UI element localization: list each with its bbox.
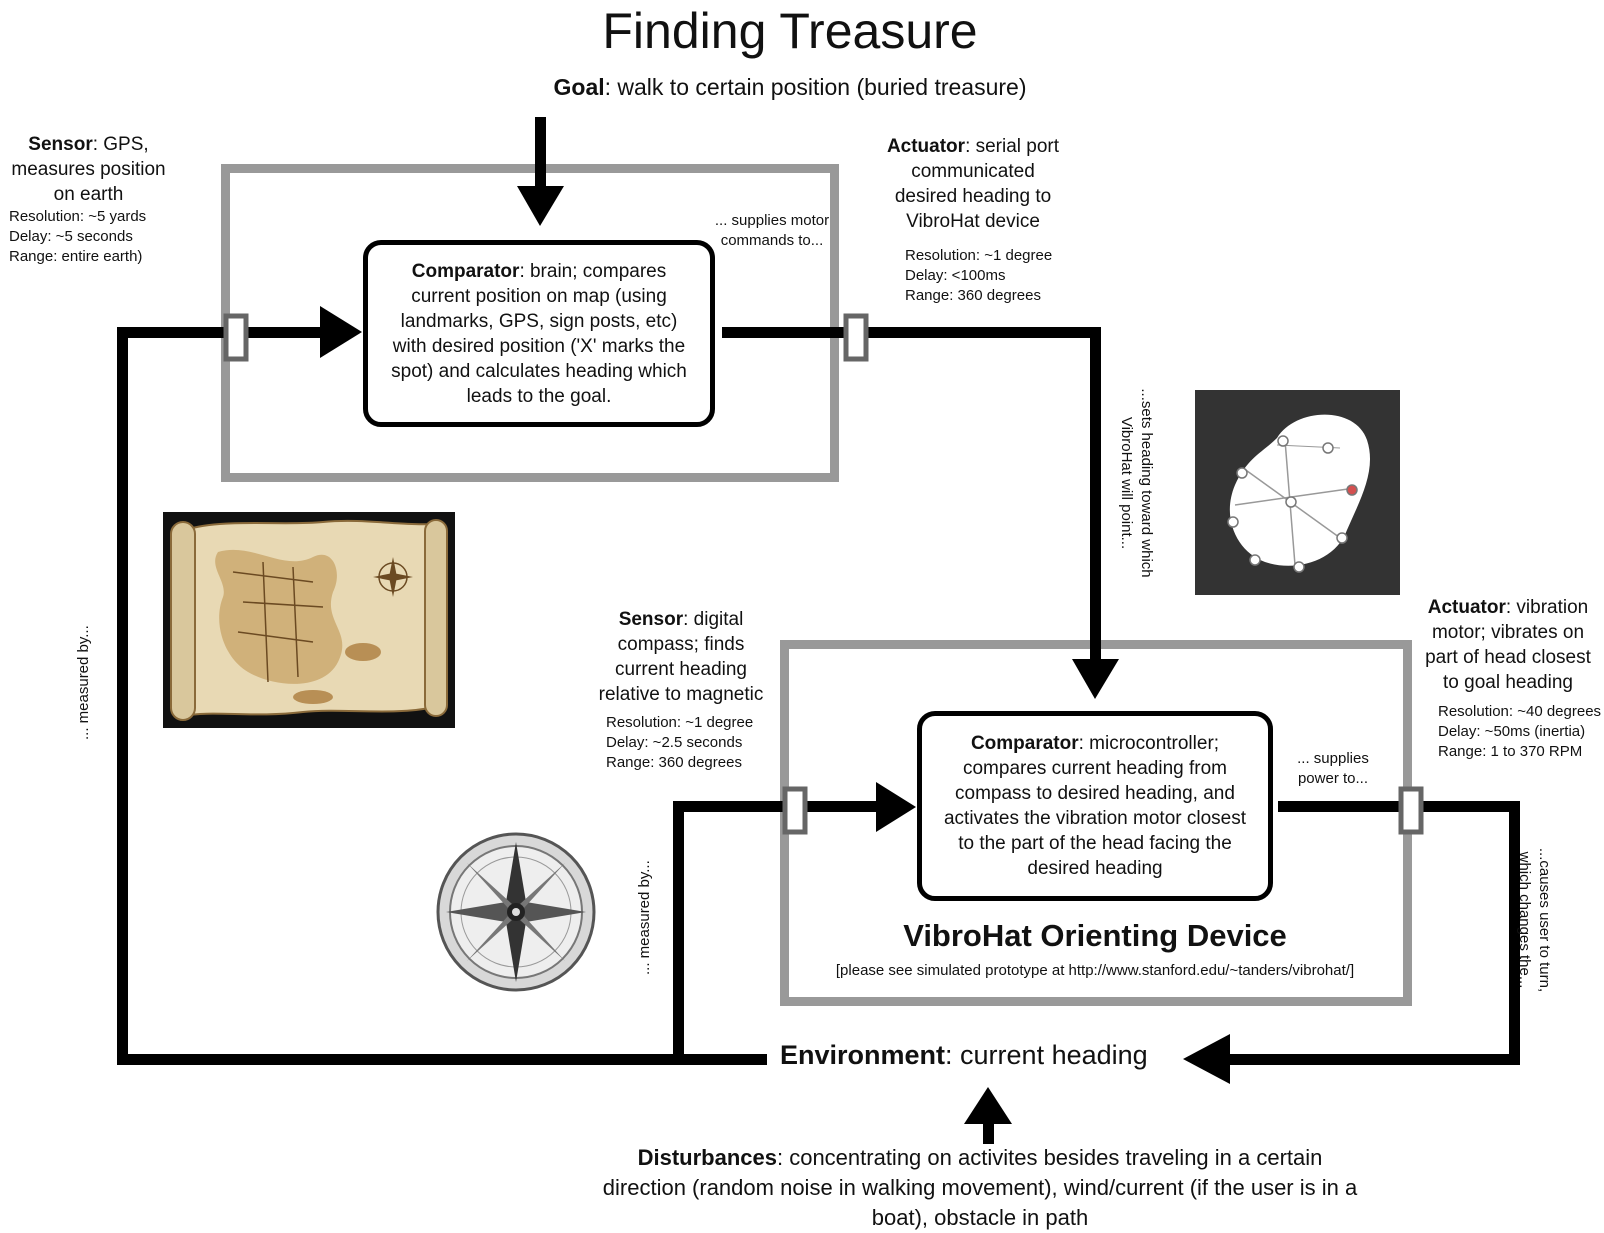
supplies-motor-note: ... supplies motor commands to...	[714, 212, 830, 249]
vibrohat-head-image	[1195, 390, 1400, 595]
gps-delay: Delay: ~5 seconds	[9, 228, 133, 245]
supplies-power-note: ... supplies power to...	[1297, 750, 1369, 787]
gps-sensor-description: Sensor: GPS, measures position on earth	[6, 132, 171, 207]
environment-text: : current heading	[945, 1040, 1148, 1070]
compass-sensor-description: Sensor: digital compass; finds current h…	[590, 607, 772, 707]
causes-turn-note: ...causes user to turn, which changes th…	[1516, 847, 1553, 993]
serial-resolution: Resolution: ~1 degree	[905, 247, 1053, 264]
goal-text: Goal: walk to certain position (buried t…	[0, 74, 1580, 101]
goal-label: Goal	[553, 74, 605, 100]
compass-range: Range: 360 degrees	[606, 754, 742, 771]
measured-by-left-note: ... measured by...	[75, 625, 92, 740]
vibration-actuator-label: Actuator	[1427, 597, 1506, 618]
goal-description: : walk to certain position (buried treas…	[604, 74, 1027, 100]
environment-label: Environment	[780, 1040, 946, 1070]
treasure-map-image	[163, 512, 455, 728]
brain-comparator-text: : brain; compares current position on ma…	[391, 260, 687, 407]
gps-sensor-label: Sensor	[28, 134, 93, 155]
serial-actuator-text: : serial port communicated desired headi…	[894, 136, 1060, 232]
compass-delay: Delay: ~2.5 seconds	[606, 734, 743, 751]
diagram-title: Finding Treasure	[602, 3, 978, 59]
micro-comparator-box: Comparator: microcontroller; compares cu…	[917, 711, 1273, 901]
environment-node: Environment: current heading	[780, 1040, 1200, 1071]
compass-rose-image	[436, 832, 596, 992]
vibration-actuator-description: Actuator: vibration motor; vibrates on p…	[1420, 595, 1596, 695]
vibrohat-title: VibroHat Orienting Device	[903, 918, 1287, 953]
vibration-delay: Delay: ~50ms (inertia)	[1438, 723, 1586, 740]
micro-comparator-label: Comparator	[970, 733, 1079, 754]
gps-sensor-specs: Resolution: ~5 yards Delay: ~5 seconds R…	[9, 207, 189, 267]
vibration-range: Range: 1 to 370 RPM	[1438, 743, 1583, 760]
micro-comparator-text: : microcontroller; compares current head…	[943, 733, 1247, 879]
gps-resolution: Resolution: ~5 yards	[9, 208, 147, 225]
sets-heading-note: ...sets heading toward which VibroHat wi…	[1118, 388, 1155, 578]
compass-resolution: Resolution: ~1 degree	[606, 714, 754, 731]
compass-sensor-text: : digital compass; finds current heading…	[598, 609, 764, 705]
vibrohat-prototype-link[interactable]: [please see simulated prototype at http:…	[835, 962, 1355, 979]
serial-actuator-label: Actuator	[886, 136, 966, 157]
gps-sensor-text: : GPS, measures position on earth	[11, 134, 166, 205]
serial-actuator-specs: Resolution: ~1 degree Delay: <100ms Rang…	[905, 246, 1085, 306]
brain-comparator-label: Comparator	[411, 260, 520, 282]
disturbances-text: Disturbances: concentrating on activites…	[600, 1143, 1360, 1233]
vibration-actuator-text: : vibration motor; vibrates on part of h…	[1425, 597, 1591, 693]
serial-delay: Delay: <100ms	[905, 267, 1006, 284]
compass-sensor-specs: Resolution: ~1 degree Delay: ~2.5 second…	[606, 713, 776, 773]
measured-by-mid-note: ... measured by...	[636, 860, 653, 975]
vibration-resolution: Resolution: ~40 degrees	[1438, 703, 1602, 720]
disturbances-description: : concentrating on activites besides tra…	[602, 1145, 1358, 1230]
serial-range: Range: 360 degrees	[905, 287, 1041, 304]
brain-comparator-box: Comparator: brain; compares current posi…	[363, 240, 715, 427]
serial-actuator-description: Actuator: serial port communicated desir…	[883, 134, 1063, 234]
disturbances-label: Disturbances	[637, 1145, 777, 1170]
gps-range: Range: entire earth)	[9, 248, 143, 265]
vibration-actuator-specs: Resolution: ~40 degrees Delay: ~50ms (in…	[1438, 702, 1603, 762]
compass-sensor-label: Sensor	[618, 609, 684, 630]
